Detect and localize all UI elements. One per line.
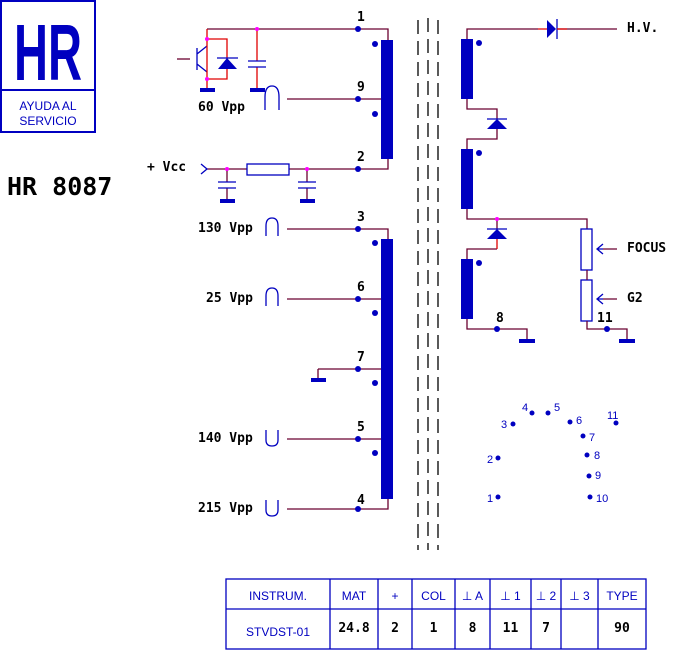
label-focus: FOCUS <box>627 241 666 256</box>
table-cell: 7 <box>542 621 550 636</box>
svg-text:4: 4 <box>522 402 528 414</box>
primary-winding <box>381 40 393 159</box>
label-hv: H.V. <box>627 21 658 36</box>
primary-circuit: 60 Vpp + Vcc 1 9 2 <box>147 10 393 203</box>
table-cell: 90 <box>614 621 630 636</box>
pinout-diagram: 1 2 3 4 5 6 7 8 9 10 11 <box>487 402 619 505</box>
label-130vpp: 130 Vpp <box>198 221 253 236</box>
hv-section: H.V. FOCUS G2 8 11 <box>461 19 666 343</box>
table-cell: 1 <box>430 621 438 636</box>
table-header: INSTRUM. <box>249 589 307 603</box>
table-header: ⊥ 3 <box>569 589 590 603</box>
label-60vpp: 60 Vpp <box>198 100 245 115</box>
pulse-icon <box>264 85 280 110</box>
svg-text:7: 7 <box>589 432 595 444</box>
secondary-windings: 3 6 7 5 4 130 Vpp 25 Vpp 140 Vpp 215 Vpp <box>198 210 393 517</box>
logo-line1: AYUDA AL <box>19 99 76 113</box>
pin-5-label: 5 <box>357 420 365 435</box>
pin-2-label: 2 <box>357 150 365 165</box>
table-header: ⊥ A <box>462 589 483 603</box>
logo-letters: HR <box>14 8 82 97</box>
model-title: HR 8087 <box>7 172 112 201</box>
table-header: TYPE <box>606 589 637 603</box>
input-arrow-icon <box>200 163 209 175</box>
logo-line2: SERVICIO <box>19 114 76 128</box>
logo: HR AYUDA AL SERVICIO <box>0 0 96 133</box>
pin-8-label: 8 <box>496 311 504 326</box>
pin-11-label: 11 <box>597 311 613 326</box>
pin-9-label: 9 <box>357 80 365 95</box>
pin-1-label: 1 <box>357 10 365 25</box>
pin-7-label: 7 <box>357 350 365 365</box>
label-g2: G2 <box>627 291 643 306</box>
table-cell: 24.8 <box>338 621 369 636</box>
pin-4-label: 4 <box>357 493 365 508</box>
table-header: COL <box>421 589 446 603</box>
resistor <box>246 163 290 176</box>
svg-text:1: 1 <box>487 493 493 505</box>
table-header: MAT <box>342 589 367 603</box>
svg-text:10: 10 <box>596 493 608 505</box>
pin-3-label: 3 <box>357 210 365 225</box>
svg-text:6: 6 <box>576 415 582 427</box>
svg-text:11: 11 <box>607 410 618 422</box>
svg-text:3: 3 <box>501 419 507 431</box>
table-header: ⊥ 2 <box>536 589 557 603</box>
label-vcc: + Vcc <box>147 160 186 175</box>
svg-text:9: 9 <box>595 470 601 482</box>
pin-6-label: 6 <box>357 280 365 295</box>
table-cell: STVDST-01 <box>246 625 310 639</box>
transformer-core <box>417 18 439 550</box>
svg-text:5: 5 <box>554 402 560 414</box>
svg-text:2: 2 <box>487 454 493 466</box>
table-header: ⊥ 1 <box>500 589 521 603</box>
spec-table: INSTRUM. STVDST-01 MAT 24.8 +2 COL 1 ⊥ A 8 ⊥ 1 11 ⊥… <box>225 578 647 650</box>
table-cell: 8 <box>469 621 477 636</box>
table-cell: 2 <box>391 621 399 636</box>
label-140vpp: 140 Vpp <box>198 431 253 446</box>
label-215vpp: 215 Vpp <box>198 501 253 516</box>
svg-text:8: 8 <box>594 450 600 462</box>
table-header: + <box>391 589 398 603</box>
label-25vpp: 25 Vpp <box>206 291 253 306</box>
table-cell: 11 <box>503 621 519 636</box>
